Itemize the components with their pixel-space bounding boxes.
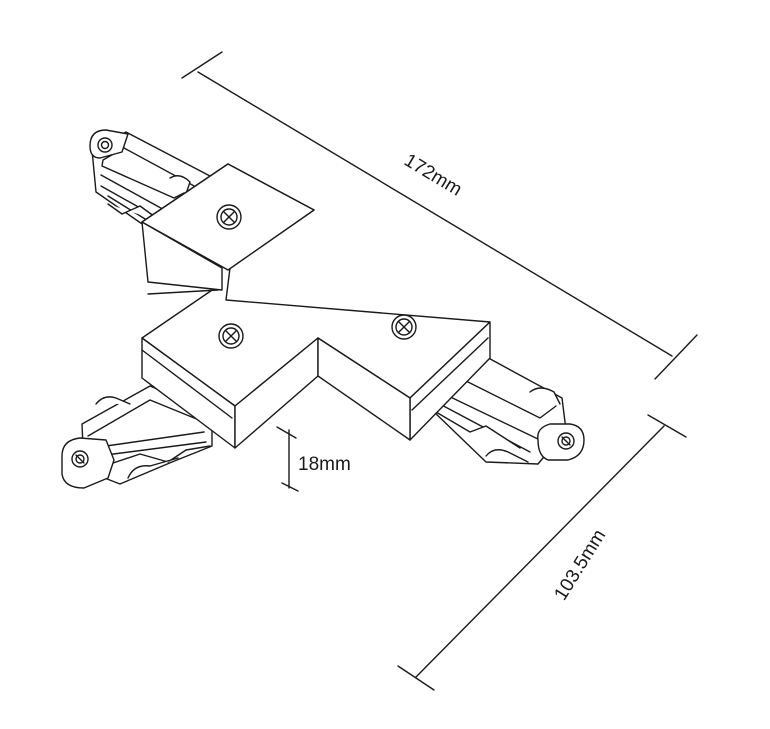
body-screw-right	[391, 314, 417, 340]
dimension-height: 18mm	[276, 426, 351, 492]
dimension-width-label: 103.5mm	[550, 526, 610, 604]
dimension-width-tick-end	[397, 665, 435, 691]
rail-arm-bottom-left	[61, 385, 213, 489]
dimension-length-line	[197, 71, 673, 357]
dimension-height-tick-bottom	[281, 482, 299, 492]
dimension-length-tick-start	[181, 51, 223, 79]
dimension-width-tick-start	[647, 414, 687, 438]
mounting-tab-bottom-right	[537, 423, 585, 461]
dimension-length-label: 172mm	[400, 150, 465, 201]
mounting-tab-top-left	[89, 129, 129, 159]
mounting-tab-bottom-left	[61, 437, 115, 489]
dimension-height-label: 18mm	[298, 454, 351, 475]
body-screw-top	[216, 204, 242, 230]
t-body	[141, 163, 491, 449]
dimension-length-tick-end	[654, 334, 698, 380]
dimension-width-line	[415, 425, 665, 678]
dimension-height-tick-top	[276, 426, 297, 439]
body-screw-left	[218, 323, 244, 349]
